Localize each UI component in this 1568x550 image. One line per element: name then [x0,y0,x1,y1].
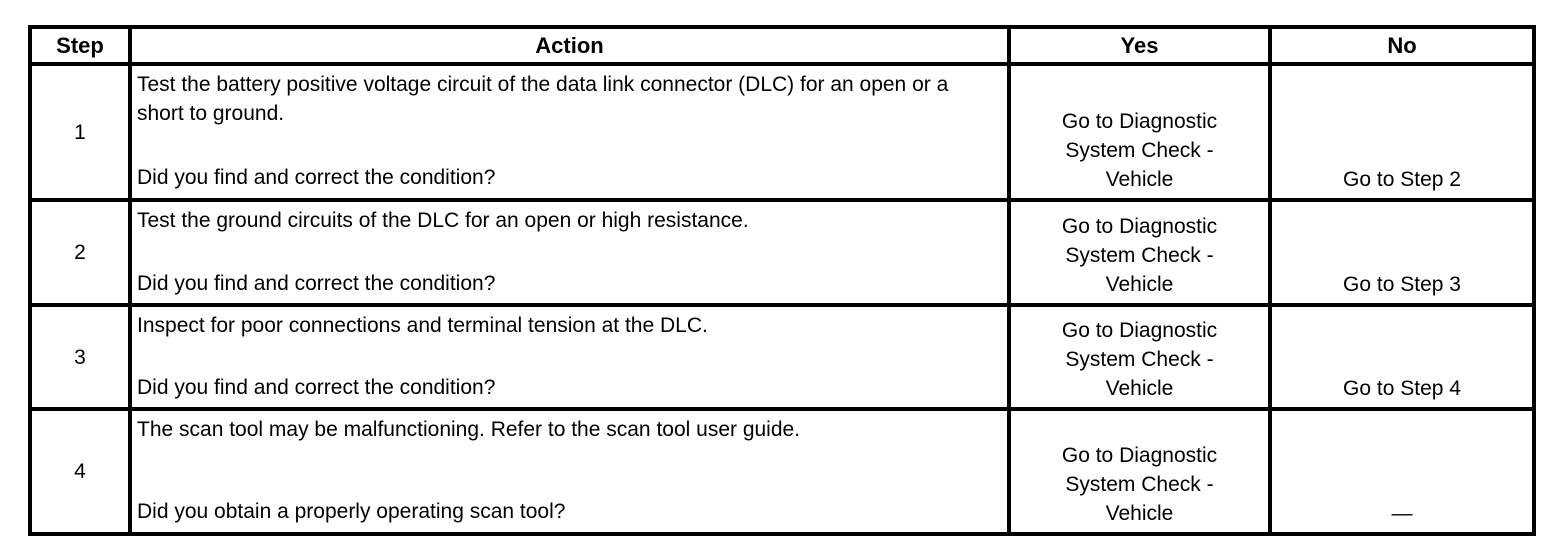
header-action: Action [128,25,1011,66]
header-step: Step [28,25,132,66]
action-question: Did you obtain a properly operating scan… [137,500,566,523]
no-result: Go to Step 3 [1343,273,1461,296]
no-result: Go to Step 4 [1343,377,1461,400]
table-header-row: Step Action Yes No [28,25,1536,66]
action-question: Did you find and correct the condition? [137,166,496,189]
header-no: No [1268,25,1536,66]
table-row: 1 Test the battery positive voltage circ… [28,62,1536,202]
yes-result: Go to Diagnostic System Check - Vehicle [1061,110,1218,191]
no-cell: Go to Step 4 [1268,303,1536,411]
yes-result: Go to Diagnostic System Check - Vehicle [1061,444,1218,525]
step-number: 3 [28,303,132,411]
action-cell: Test the ground circuits of the DLC for … [128,198,1011,307]
yes-cell: Go to Diagnostic System Check - Vehicle [1007,407,1272,536]
yes-cell: Go to Diagnostic System Check - Vehicle [1007,62,1272,202]
action-question: Did you find and correct the condition? [137,376,496,399]
yes-result: Go to Diagnostic System Check - Vehicle [1061,215,1218,296]
table-row: 4 The scan tool may be malfunctioning. R… [28,407,1536,536]
action-instruction: Inspect for poor connections and termina… [137,314,708,337]
no-result: — [1391,502,1413,525]
action-cell: The scan tool may be malfunctioning. Ref… [128,407,1011,536]
yes-result: Go to Diagnostic System Check - Vehicle [1061,319,1218,400]
diagnostic-procedure-table: Step Action Yes No 1 Test the battery po… [28,25,1536,536]
action-cell: Test the battery positive voltage circui… [128,62,1011,202]
no-cell: Go to Step 2 [1268,62,1536,202]
no-cell: Go to Step 3 [1268,198,1536,307]
table-row: 3 Inspect for poor connections and termi… [28,303,1536,411]
action-instruction: Test the ground circuits of the DLC for … [137,209,749,232]
table-row: 2 Test the ground circuits of the DLC fo… [28,198,1536,307]
action-instruction: Test the battery positive voltage circui… [137,73,949,125]
action-question: Did you find and correct the condition? [137,272,496,295]
yes-cell: Go to Diagnostic System Check - Vehicle [1007,303,1272,411]
yes-cell: Go to Diagnostic System Check - Vehicle [1007,198,1272,307]
step-number: 2 [28,198,132,307]
no-cell: — [1268,407,1536,536]
action-cell: Inspect for poor connections and termina… [128,303,1011,411]
step-number: 4 [28,407,132,536]
step-number: 1 [28,62,132,202]
header-yes: Yes [1007,25,1272,66]
action-instruction: The scan tool may be malfunctioning. Ref… [137,418,801,441]
no-result: Go to Step 2 [1343,168,1461,191]
